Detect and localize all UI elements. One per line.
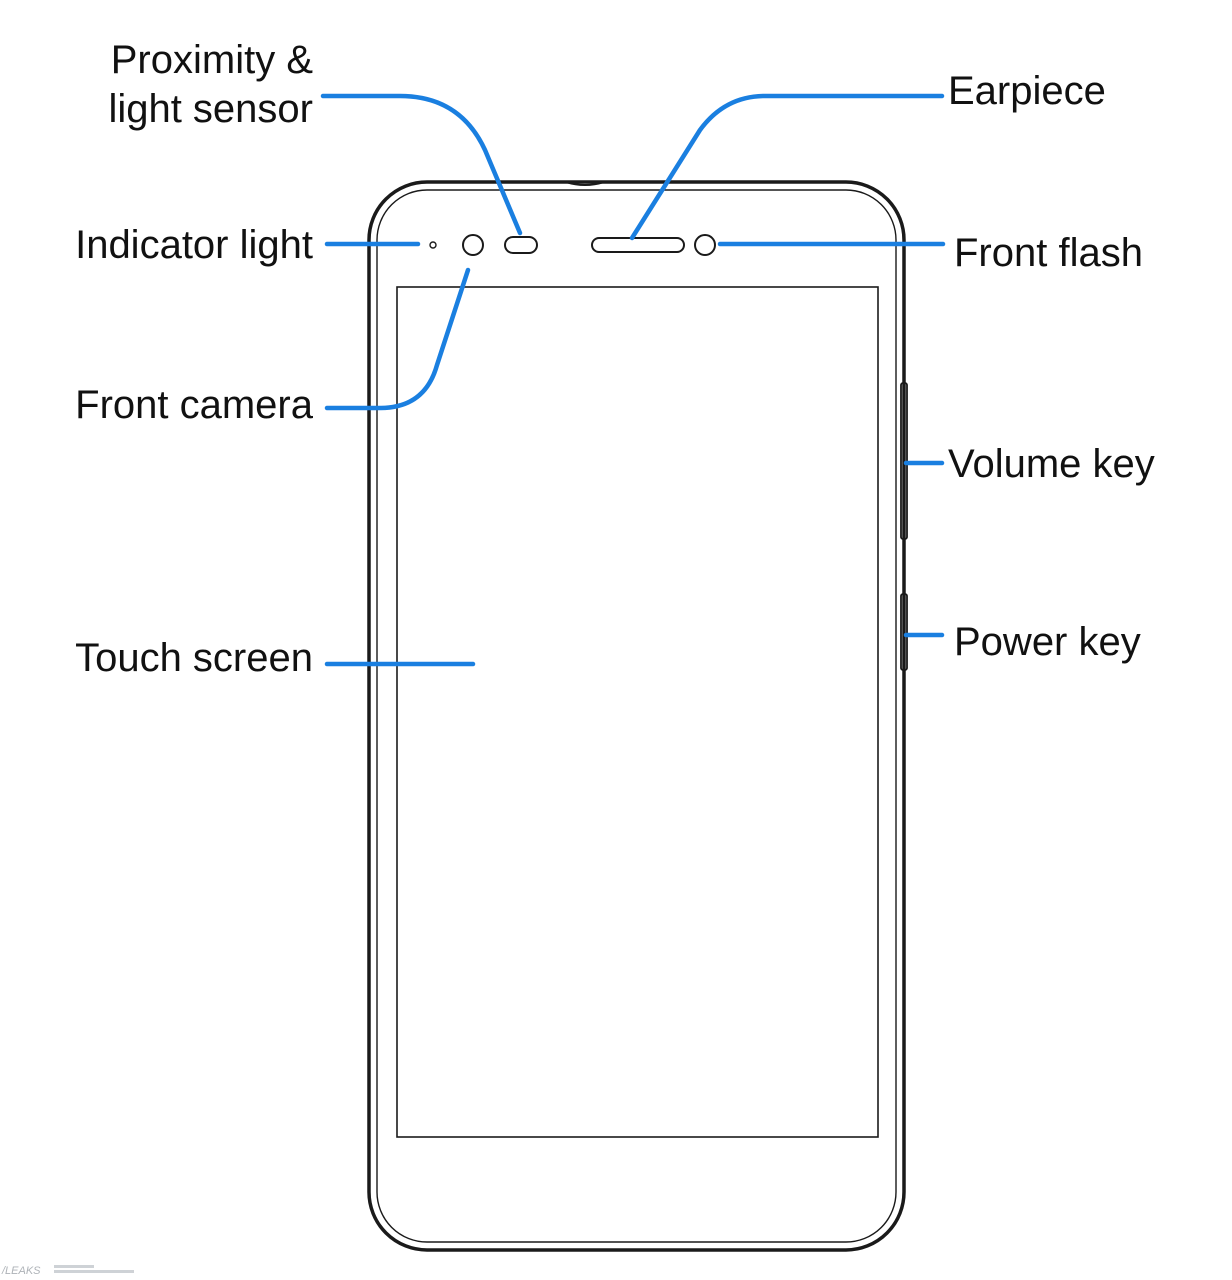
- top-seam: [565, 181, 605, 186]
- indicator-light-dot: [429, 241, 437, 249]
- power-key: [900, 593, 908, 671]
- label-indicator-light: Indicator light: [75, 223, 313, 267]
- phone-body: [367, 180, 908, 1252]
- label-volume-key: Volume key: [948, 442, 1155, 486]
- leader-lines: [320, 93, 946, 667]
- label-proximity-line2: light sensor: [108, 87, 313, 131]
- label-touch-screen: Touch screen: [75, 636, 313, 680]
- label-front-flash: Front flash: [954, 231, 1143, 275]
- front-flash-lens: [694, 234, 716, 256]
- touch-screen-area: [396, 286, 879, 1138]
- phone-outer-frame: [367, 180, 906, 1252]
- label-power-key: Power key: [954, 620, 1141, 664]
- proximity-leader: [320, 93, 523, 236]
- top-components: [429, 234, 716, 256]
- labels: Proximity & light sensor Indicator light…: [75, 38, 1155, 680]
- label-earpiece: Earpiece: [948, 69, 1106, 113]
- phone-inner-frame: [376, 189, 897, 1243]
- label-front-camera: Front camera: [75, 383, 314, 427]
- earpiece-grille: [591, 237, 685, 253]
- label-proximity-line1: Proximity &: [111, 38, 314, 82]
- front-camera-leader: [324, 267, 471, 411]
- svg-text:/LEAKS: /LEAKS: [1, 1265, 41, 1277]
- watermark-logo: /LEAKS: [1, 1265, 134, 1277]
- proximity-sensor: [504, 236, 538, 254]
- earpiece-leader: [629, 93, 945, 241]
- front-camera-lens: [462, 234, 484, 256]
